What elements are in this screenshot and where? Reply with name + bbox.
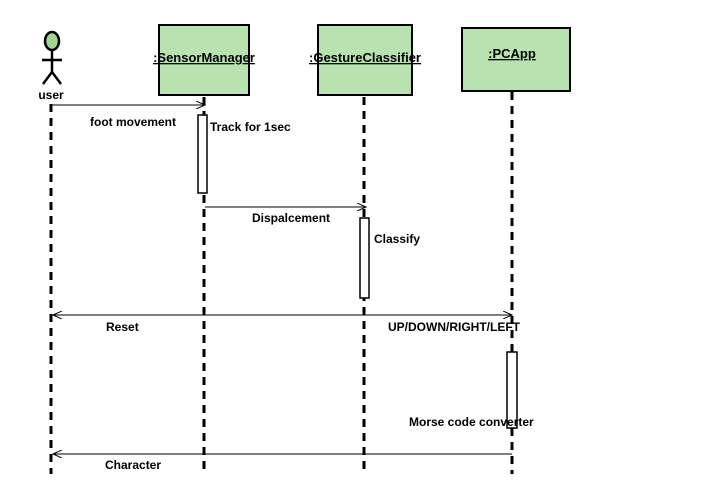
message-label: Character xyxy=(105,458,161,472)
message-character: Character xyxy=(53,454,512,472)
object-gestureclassifier: :GestureClassifier xyxy=(309,24,421,96)
message-label: foot movement xyxy=(90,115,176,129)
object-label: :GestureClassifier xyxy=(309,50,421,65)
object-pcapp: :PCApp xyxy=(461,27,571,92)
object-label: :PCApp xyxy=(488,46,536,61)
message-dispalcement: Dispalcement xyxy=(205,207,366,225)
actor-user: user xyxy=(38,30,64,102)
activation-pcapp xyxy=(506,351,518,429)
activation-sensormanager xyxy=(197,114,208,194)
actor-head xyxy=(43,30,61,52)
message-label: UP/DOWN/RIGHT/LEFT xyxy=(388,320,521,334)
note-track: Track for 1sec xyxy=(210,120,291,134)
note-classify: Classify xyxy=(374,232,420,246)
note-morse: Morse code converter xyxy=(409,415,534,429)
message-label: Dispalcement xyxy=(252,211,330,225)
message-reset: Reset xyxy=(53,315,364,334)
actor-label: user xyxy=(38,88,64,102)
object-label: :SensorManager xyxy=(153,50,255,65)
object-sensormanager: :SensorManager xyxy=(153,24,255,96)
message-foot-movement: foot movement xyxy=(52,105,205,129)
activation-gestureclassifier xyxy=(359,217,370,299)
message-label: Reset xyxy=(106,320,139,334)
